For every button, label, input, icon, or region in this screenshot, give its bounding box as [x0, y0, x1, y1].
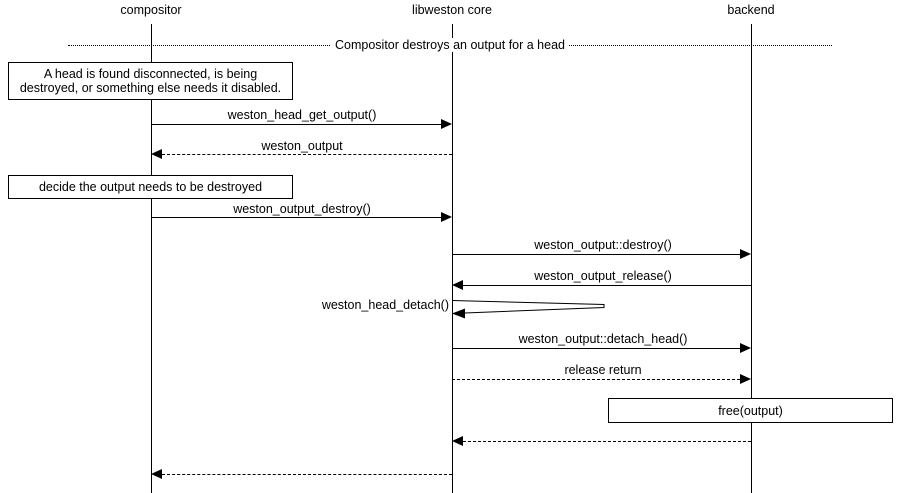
arrowhead-left-icon: [452, 436, 463, 446]
message-line-weston-head-get-output: [151, 124, 441, 125]
message-label-weston-output-detach-head: weston_output::detach_head(): [518, 332, 688, 346]
message-label-weston-output-release: weston_output_release(): [534, 269, 672, 283]
arrowhead-left-icon: [151, 149, 162, 159]
self-call-loop-weston-head-detach: [452, 298, 612, 322]
arrowhead-right-icon: [441, 212, 452, 222]
arrowhead-right-icon: [740, 249, 751, 259]
lifeline-label-libweston-core: libweston core: [412, 3, 492, 17]
arrowhead-right-icon: [740, 343, 751, 353]
message-line-weston-output-detach-head: [452, 348, 740, 349]
arrowhead-left-icon: [452, 280, 463, 290]
note-head-disconnected: A head is found disconnected, is being d…: [8, 62, 293, 100]
arrowhead-left-icon: [151, 469, 162, 479]
message-line-backend-return: [463, 441, 751, 442]
message-label-weston-output-destroy-vfunc: weston_output::destroy(): [534, 238, 672, 252]
arrowhead-right-icon: [441, 119, 452, 129]
note-decide-destroy: decide the output needs to be destroyed: [8, 175, 293, 199]
message-label-weston-output-destroy: weston_output_destroy(): [233, 202, 371, 216]
note-free-output: free(output): [608, 398, 893, 423]
lifeline-label-compositor: compositor: [120, 3, 182, 17]
divider-label: Compositor destroys an output for a head: [331, 38, 569, 52]
message-line-weston-output-destroy: [151, 217, 441, 218]
message-line-release-return: [452, 379, 740, 380]
lifeline-backend: [751, 24, 752, 493]
message-label-weston-head-detach: weston_head_detach(): [321, 298, 449, 312]
message-line-weston-output-return: [162, 154, 452, 155]
message-line-weston-output-release: [463, 285, 751, 286]
lifeline-compositor: [151, 24, 152, 493]
message-label-weston-head-get-output: weston_head_get_output(): [227, 108, 377, 122]
message-label-release-return: release return: [564, 363, 642, 377]
message-line-weston-output-destroy-vfunc: [452, 254, 740, 255]
arrowhead-right-icon: [740, 374, 751, 384]
lifeline-libweston-core: [452, 24, 453, 493]
self-call-loop-icon: [452, 300, 605, 319]
lifeline-label-backend: backend: [727, 3, 775, 17]
message-label-weston-output-return: weston_output: [261, 139, 343, 153]
message-line-core-return: [162, 474, 452, 475]
